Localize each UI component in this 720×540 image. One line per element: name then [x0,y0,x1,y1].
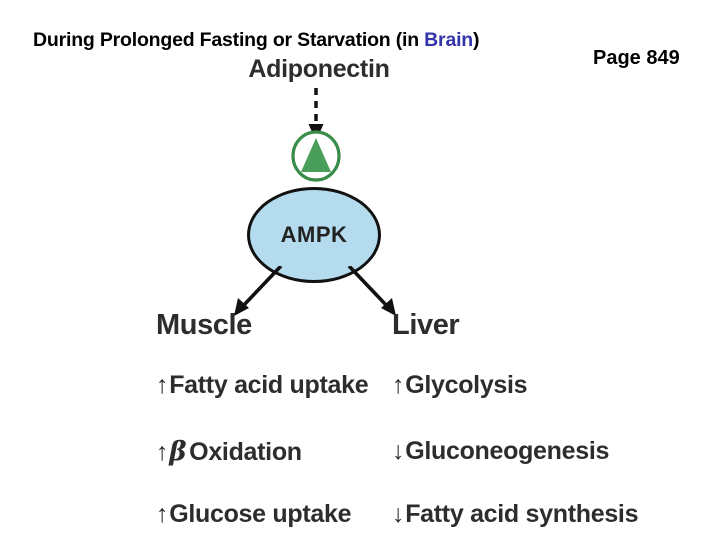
ampk-node: AMPK [247,187,381,283]
tissue-heading-muscle: Muscle [156,309,252,341]
page-title-suffix: ) [473,29,480,51]
page-reference: Page 849 [593,47,680,69]
effect-liver-3: ↓Fatty acid synthesis [392,500,638,529]
effect-label: Glucose uptake [169,500,352,528]
page-title: During Prolonged Fasting or Starvation (… [33,29,480,52]
effect-liver-1: ↑Glycolysis [392,371,528,400]
branch-arrows-icon [234,266,396,316]
up-arrow-icon: ↑ [392,371,405,399]
ampk-node-label: AMPK [280,222,348,247]
up-arrow-icon: ↑ [156,500,169,528]
ligand-label-adiponectin: Adiponectin [248,55,390,83]
down-arrow-icon: ↓ [392,500,405,528]
effect-liver-2: ↓Gluconeogenesis [392,437,609,466]
effect-label: Oxidation [189,438,302,466]
effect-label: Fatty acid synthesis [405,500,639,528]
down-arrow-icon: ↓ [392,437,405,465]
effect-muscle-3: ↑Glucose uptake [156,500,351,529]
up-arrow-icon: ↑ [156,438,169,466]
beta-symbol: β [169,437,187,467]
receptor-icon [291,130,341,182]
page-title-prefix: During Prolonged Fasting or Starvation (… [33,29,425,51]
effect-muscle-1: ↑Fatty acid uptake [156,371,369,400]
page-title-highlight-brain: Brain [424,29,474,51]
effect-label: Gluconeogenesis [405,437,610,465]
effect-label: Glycolysis [405,371,528,399]
effect-label: Fatty acid uptake [169,371,369,399]
tissue-heading-liver: Liver [392,309,460,341]
up-arrow-icon: ↑ [156,371,169,399]
